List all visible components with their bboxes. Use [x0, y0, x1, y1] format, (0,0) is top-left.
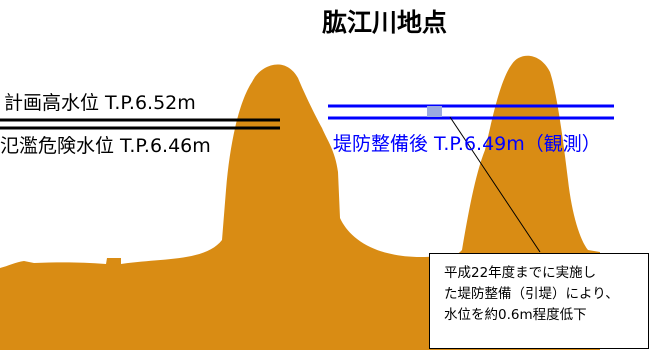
- note-line: た堤防整備（引堤）により、: [444, 286, 619, 302]
- cross-section-before: [0, 64, 440, 350]
- note-line: 水位を約0.6m程度低下: [444, 307, 587, 323]
- diagram-title: 肱江川地点: [322, 8, 448, 37]
- callout-leader: [449, 116, 541, 253]
- callout-note: 平成22年度までに実施し た堤防整備（引堤）により、 水位を約0.6m程度低下: [429, 253, 649, 349]
- observation-marker: [427, 106, 442, 117]
- planned-high-water-label: 計画高水位 T.P.6.52m: [4, 92, 196, 114]
- flood-danger-label: 氾濫危険水位 T.P.6.46m: [0, 135, 211, 157]
- note-line: 平成22年度までに実施し: [444, 265, 597, 281]
- after-levee-label: 堤防整備後 T.P.6.49m（観測）: [333, 133, 601, 155]
